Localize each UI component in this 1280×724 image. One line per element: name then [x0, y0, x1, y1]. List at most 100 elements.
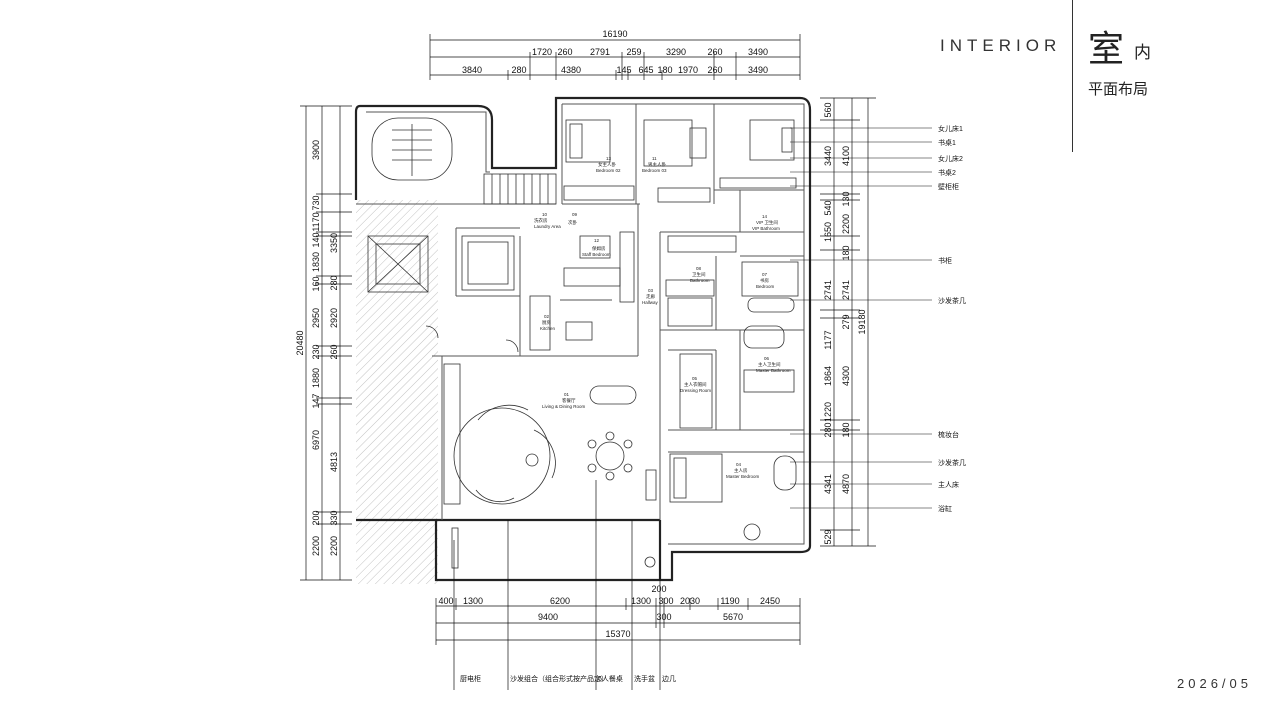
- dim-label: 280: [329, 275, 339, 290]
- room-name: 书房: [760, 277, 769, 284]
- dim-label: 1650: [823, 222, 833, 242]
- dim-label: 400: [438, 596, 453, 606]
- dim-label: 280: [511, 65, 526, 75]
- callout-label: 书桌2: [938, 168, 956, 177]
- dim-label: 260: [329, 344, 339, 359]
- dim-top-total: 16190: [602, 29, 627, 39]
- header-title-cn-small: 内: [1134, 43, 1151, 63]
- room-en: Kitchen: [540, 326, 556, 331]
- room-name: 主人衣帽间: [684, 381, 707, 388]
- dim-label: 2741: [823, 280, 833, 300]
- header-subtitle: 平面布局: [1088, 80, 1149, 98]
- right-callout-leaders: [790, 127, 932, 509]
- room-num: 14: [762, 214, 768, 219]
- dim-label: 2200: [311, 536, 321, 556]
- room-name: 次卧: [568, 219, 577, 226]
- room-en: Bathroom: [690, 278, 710, 283]
- room-name: 走廊: [646, 293, 655, 300]
- dim-label: 1177: [823, 330, 833, 349]
- legend-label: 沙发组合（组合形式按产品定）: [510, 674, 608, 683]
- stairwell: [367, 117, 557, 293]
- dim-label: 645: [638, 65, 653, 75]
- room-en: Bedroom 02: [596, 168, 621, 173]
- room-num: 13: [606, 156, 612, 161]
- dim-label: 147: [311, 393, 321, 408]
- dim-label: 160: [311, 276, 321, 291]
- room-name: 女主人卧: [598, 161, 616, 168]
- top-dimension-labels: 16190 1720 260 2791 259 3290 260 3490 38…: [462, 29, 768, 75]
- header-title-en: INTERIOR: [940, 36, 1062, 55]
- callout-label: 书桌1: [938, 138, 956, 147]
- bottom-dimension-labels: 400 1300 6200 1300 200 300 2030 1190 245…: [438, 584, 780, 639]
- dim-label: 1880: [311, 368, 321, 388]
- dim-label: 3350: [329, 233, 339, 253]
- room-labels: 10 洗衣房 Laundry Area 09 次卧 12 保姆房 Staff B…: [534, 156, 791, 479]
- dim-label: 260: [707, 47, 722, 57]
- room-name: VIP 卫生间: [756, 219, 778, 226]
- callout-label: 壁柜柜: [938, 182, 959, 191]
- dim-label: 3490: [748, 47, 768, 57]
- dim-label: 180: [841, 422, 851, 437]
- inner-walls: [356, 103, 805, 545]
- dim-label: 1830: [311, 252, 321, 272]
- room-en: Master Bedroom: [726, 474, 760, 479]
- dim-label: 540: [823, 200, 833, 215]
- callout-label: 梳妆台: [938, 430, 959, 439]
- dim-label: 260: [707, 65, 722, 75]
- dim-label: 200: [311, 510, 321, 525]
- dim-bottom-total: 15370: [605, 629, 630, 639]
- legend-label: 厨电柜: [460, 674, 481, 683]
- room-name: 男主人卧: [648, 161, 666, 168]
- dim-label: 1864: [823, 366, 833, 386]
- room-name: 保姆房: [592, 245, 606, 252]
- dim-label: 4380: [561, 65, 581, 75]
- top-dimension-lines: [429, 34, 801, 80]
- outer-walls: [354, 96, 812, 582]
- dim-label: 4300: [841, 366, 851, 386]
- dim-label: 5670: [723, 612, 743, 622]
- room-name: 厨房: [542, 319, 551, 326]
- dim-label: 1300: [463, 596, 483, 606]
- room-name: 主人房: [734, 467, 748, 474]
- dim-label: 140: [311, 232, 321, 247]
- callout-label: 书柜: [938, 256, 952, 265]
- room-en: Bedroom 03: [642, 168, 667, 173]
- dim-label: 4100: [841, 146, 851, 166]
- callout-label: 女儿床2: [938, 154, 963, 163]
- legend-label: 6人餐桌: [598, 674, 623, 683]
- callout-label: 沙发茶几: [938, 458, 966, 467]
- room-num: 07: [762, 272, 768, 277]
- dim-label: 2920: [329, 308, 339, 328]
- callout-label: 浴缸: [938, 504, 952, 513]
- room-num: 08: [696, 266, 702, 271]
- dim-label: 1970: [678, 65, 698, 75]
- dim-label: 280: [823, 422, 833, 437]
- dim-label: 3900: [311, 140, 321, 160]
- dim-label: 6970: [311, 430, 321, 450]
- dim-label: 260: [557, 47, 572, 57]
- dim-label: 130: [841, 191, 851, 206]
- dim-label: 3490: [748, 65, 768, 75]
- room-num: 03: [648, 288, 654, 293]
- room-en: Master Bathroom: [756, 368, 791, 373]
- dim-label: 300: [656, 612, 671, 622]
- header-divider: [1072, 0, 1073, 152]
- room-num: 01: [564, 392, 570, 397]
- room-en: Dressing Room: [680, 388, 711, 393]
- right-dimension-lines: [820, 97, 876, 547]
- room-num: 10: [542, 212, 548, 217]
- dim-label: 180: [657, 65, 672, 75]
- room-num: 02: [544, 314, 550, 319]
- dim-label: 2030: [680, 596, 700, 606]
- room-num: 09: [572, 212, 578, 217]
- room-num: 06: [764, 356, 770, 361]
- dim-label: 2950: [311, 308, 321, 328]
- room-en: Bedroom: [756, 284, 775, 289]
- room-en: Staff Bedroom: [582, 252, 611, 257]
- room-en: Laundry Area: [534, 224, 561, 229]
- dim-label: 2450: [760, 596, 780, 606]
- dim-label: 6200: [550, 596, 570, 606]
- dim-label: 560: [823, 102, 833, 117]
- dim-label: 3440: [823, 146, 833, 166]
- dim-label: 1170: [311, 212, 321, 231]
